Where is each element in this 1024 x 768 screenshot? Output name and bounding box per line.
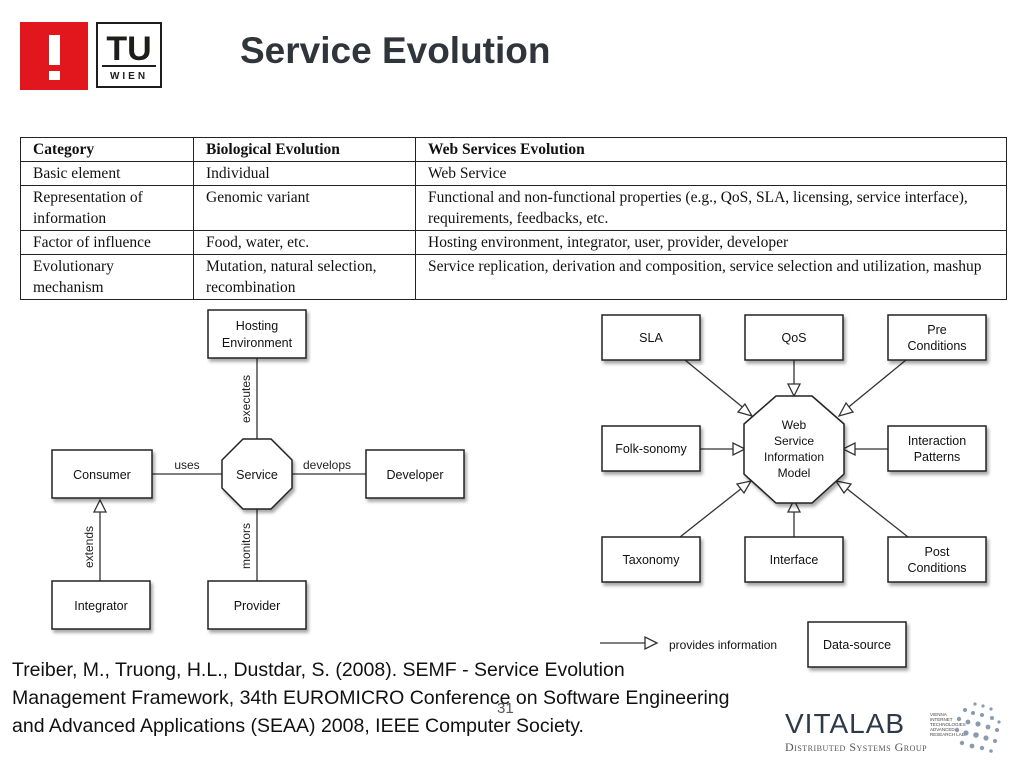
table-cell: Individual xyxy=(193,161,416,186)
column-header: Biological Evolution xyxy=(193,137,416,162)
table-row: Evolutionary mechanism Mutation, natural… xyxy=(20,254,1007,300)
pre-conditions-node: Pre Conditions xyxy=(887,314,987,361)
svg-text:Conditions: Conditions xyxy=(907,339,966,353)
table-cell: Representation of information xyxy=(20,185,194,231)
exclamation-logo xyxy=(20,22,88,90)
taxonomy-node: Taxonomy xyxy=(601,536,701,583)
sla-node: SLA xyxy=(601,314,701,361)
svg-text:Service: Service xyxy=(236,468,278,482)
svg-text:QoS: QoS xyxy=(781,331,806,345)
svg-text:Pre: Pre xyxy=(927,323,947,337)
qos-node: QoS xyxy=(744,314,844,361)
table-row: Basic element Individual Web Service xyxy=(20,161,1007,186)
svg-text:Taxonomy: Taxonomy xyxy=(623,553,681,567)
tu-wien-logo: TU WIEN xyxy=(96,22,162,88)
information-model-node: Web Service Information Model xyxy=(743,395,845,504)
svg-text:Environment: Environment xyxy=(222,336,293,350)
service-node: Service xyxy=(221,438,293,510)
label-develops: develops xyxy=(303,458,351,472)
svg-text:Integrator: Integrator xyxy=(74,599,128,613)
svg-text:Interface: Interface xyxy=(770,553,819,567)
table-cell: Mutation, natural selection, recombinati… xyxy=(193,254,416,300)
table-cell: Service replication, derivation and comp… xyxy=(415,254,1007,300)
svg-text:Post: Post xyxy=(924,545,950,559)
svg-text:Web: Web xyxy=(782,418,807,432)
svg-text:Provider: Provider xyxy=(234,599,281,613)
svg-text:Model: Model xyxy=(778,466,811,480)
table-cell: Functional and non-functional properties… xyxy=(415,185,1007,231)
svg-text:TU: TU xyxy=(106,30,151,68)
interface-node: Interface xyxy=(744,536,844,583)
comparison-table: Category Biological Evolution Web Servic… xyxy=(20,137,1007,300)
folksonomy-node: Folk-sonomy xyxy=(601,425,701,472)
vitalab-logo: VITALAB VIENNA INTERNET TECHNOLOGIES ADV… xyxy=(785,700,1005,760)
svg-text:Information: Information xyxy=(764,450,824,464)
svg-text:Data-source: Data-source xyxy=(823,638,891,652)
page-title: Service Evolution xyxy=(240,30,551,71)
label-monitors: monitors xyxy=(239,523,253,569)
post-conditions-node: Post Conditions xyxy=(887,536,987,583)
table-cell: Web Service xyxy=(415,161,1007,186)
svg-text:Developer: Developer xyxy=(387,468,444,482)
label-executes: executes xyxy=(239,375,253,423)
svg-text:Folk-sonomy: Folk-sonomy xyxy=(615,442,687,456)
dots-graphic-icon xyxy=(954,702,1001,753)
svg-text:Interaction: Interaction xyxy=(908,434,966,448)
svg-text:Service: Service xyxy=(774,434,814,448)
label-uses: uses xyxy=(174,458,199,472)
vitalab-subtext: VIENNA INTERNET TECHNOLOGIES ADVANCED RE… xyxy=(930,712,966,737)
vitalab-brand: VITALAB xyxy=(785,708,906,739)
interaction-patterns-node: Interaction Patterns xyxy=(887,425,987,472)
table-row: Representation of information Genomic va… xyxy=(20,185,1007,231)
vitalab-tagline: Distributed Systems Group xyxy=(785,740,928,754)
information-model-diagram: SLA QoS Pre Conditions Folk-sonomy Inter… xyxy=(600,314,987,668)
svg-text:Patterns: Patterns xyxy=(914,450,961,464)
page-number: 31 xyxy=(497,700,514,717)
svg-text:WIEN: WIEN xyxy=(110,71,148,82)
table-cell: Food, water, etc. xyxy=(193,230,416,255)
svg-text:Consumer: Consumer xyxy=(73,468,131,482)
developer-node: Developer xyxy=(365,449,465,499)
table-cell: Hosting environment, integrator, user, p… xyxy=(415,230,1007,255)
table-row: Factor of influence Food, water, etc. Ho… xyxy=(20,230,1007,255)
svg-text:Conditions: Conditions xyxy=(907,561,966,575)
provider-node: Provider xyxy=(207,580,307,630)
svg-text:Hosting: Hosting xyxy=(236,319,278,333)
diagram-legend: provides information Data-source xyxy=(600,621,907,668)
citation-text: Treiber, M., Truong, H.L., Dustdar, S. (… xyxy=(12,659,730,737)
column-header: Category xyxy=(20,137,194,162)
table-cell: Genomic variant xyxy=(193,185,416,231)
svg-text:provides information: provides information xyxy=(669,638,777,652)
table-cell: Evolutionary mechanism xyxy=(20,254,194,300)
table-cell: Basic element xyxy=(20,161,194,186)
svg-text:SLA: SLA xyxy=(639,331,663,345)
table-cell: Factor of influence xyxy=(20,230,194,255)
hosting-environment-node: Hosting Environment xyxy=(207,309,307,359)
column-header: Web Services Evolution xyxy=(415,137,1007,162)
table-header-row: Category Biological Evolution Web Servic… xyxy=(20,137,1007,162)
integrator-node: Integrator xyxy=(51,580,151,630)
label-extends: extends xyxy=(82,526,96,568)
service-relationship-diagram: executes uses develops monitors extends … xyxy=(51,309,465,630)
consumer-node: Consumer xyxy=(51,449,153,499)
